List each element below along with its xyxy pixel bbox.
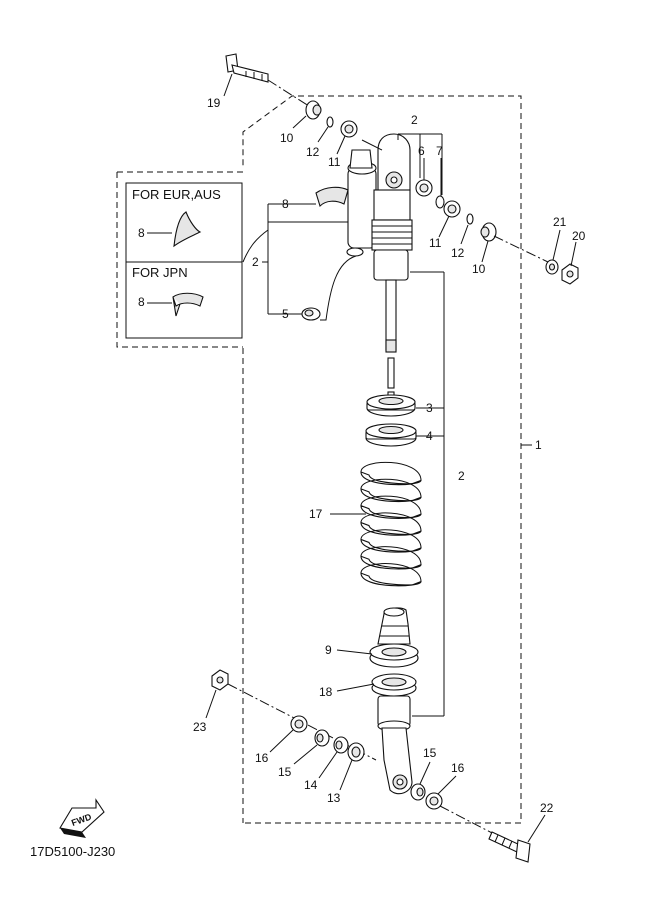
label-8: 8 (282, 197, 289, 211)
inset-outline (116, 171, 243, 348)
label-2-inset: 2 (252, 255, 259, 269)
label-10-right: 10 (472, 262, 486, 276)
spring-coil-back (360, 546, 422, 565)
label-23: 23 (193, 720, 207, 734)
bolt-axis-top-right (493, 235, 549, 263)
label-15-right: 15 (423, 746, 437, 760)
shock-spring-17 (360, 461, 422, 587)
bolt-axis-bottom-left (227, 683, 377, 761)
adjuster-bolt-5 (301, 307, 321, 321)
spring-seat-9 (369, 643, 419, 668)
bushing-13 (347, 742, 365, 762)
upper-right-seal-11 (443, 200, 461, 218)
nut-23 (211, 669, 229, 691)
label-13: 13 (327, 791, 341, 805)
inset-eur-part-label: 8 (138, 226, 145, 240)
label-16-left: 16 (255, 751, 269, 765)
label-5: 5 (282, 307, 289, 321)
part-labels: 19 10 12 11 2 6 7 11 12 10 21 20 8 2 5 3… (193, 96, 586, 815)
label-1: 1 (535, 438, 542, 452)
bearing-14 (333, 736, 349, 754)
upper-left-seal-11 (340, 120, 358, 138)
spring-coil-back (360, 512, 422, 532)
inset-frame (125, 182, 243, 339)
washer-21 (545, 259, 559, 275)
label-16-right: 16 (451, 761, 465, 775)
eur-cover-icon (173, 211, 202, 248)
lower-mounting-bolt-22 (488, 831, 531, 863)
lower-clevis (377, 695, 413, 795)
label-9: 9 (325, 643, 332, 657)
jpn-cover-icon (172, 292, 204, 317)
adjusting-nut-3 (366, 394, 416, 417)
spring-coil (360, 504, 422, 519)
label-11-left: 11 (328, 155, 341, 169)
drawing-code: 17D5100-J230 (30, 844, 115, 859)
bushing-6 (415, 179, 433, 197)
spring-guide-18 (371, 673, 417, 697)
spring-coil-back (360, 563, 422, 582)
label-2-mid: 2 (458, 469, 465, 483)
spring-coil (360, 521, 422, 536)
shock-absorber-body (346, 133, 413, 401)
bolt-axis-top-left (267, 79, 313, 109)
label-21: 21 (553, 215, 567, 229)
bolt-axis-bottom-right (439, 805, 495, 835)
upper-left-collar-10 (305, 100, 322, 120)
label-14: 14 (304, 778, 318, 792)
label-22: 22 (540, 801, 554, 815)
label-11-right: 11 (429, 236, 442, 250)
bump-rubber (377, 607, 411, 645)
lower-left-seal-16 (290, 715, 308, 733)
bearing-7 (435, 195, 445, 209)
spring-coil (360, 555, 422, 570)
label-10-left: 10 (280, 131, 294, 145)
inset-connector (242, 229, 269, 263)
inset-panel: FOR EUR,AUS FOR JPN 8 8 (116, 171, 243, 348)
inset-eur-title: FOR EUR,AUS (132, 187, 221, 202)
inset-jpn-part-label: 8 (138, 295, 145, 309)
locknut-4 (365, 423, 417, 447)
label-20: 20 (572, 229, 586, 243)
upper-right-collar-10 (480, 222, 497, 242)
reservoir-cover-8 (315, 186, 349, 208)
spring-coil (360, 488, 422, 503)
label-17: 17 (309, 507, 323, 521)
label-12-right: 12 (451, 246, 465, 260)
spring-coil (360, 471, 422, 486)
label-15-left: 15 (278, 765, 292, 779)
label-7: 7 (436, 144, 443, 158)
label-19: 19 (207, 96, 221, 110)
upper-left-oring-12 (326, 116, 334, 128)
nut-20 (561, 263, 579, 285)
fwd-arrow-icon: FWD (59, 798, 105, 838)
label-18: 18 (319, 685, 333, 699)
lower-right-seal-16 (425, 792, 443, 810)
label-2-top: 2 (411, 113, 418, 127)
reservoir-hose (320, 255, 357, 321)
label-6: 6 (418, 144, 425, 158)
label-3: 3 (426, 401, 433, 415)
leader-lines (205, 73, 577, 843)
inset-jpn-title: FOR JPN (132, 265, 188, 280)
spring-coil (360, 572, 422, 587)
label-4: 4 (426, 429, 433, 443)
spring-coil-back (360, 461, 422, 481)
spring-coil (360, 538, 422, 553)
lower-left-collar-15 (314, 729, 330, 747)
upper-right-oring-12 (466, 213, 474, 225)
spring-coil-back (360, 529, 422, 548)
lower-right-collar-15 (410, 783, 426, 801)
spring-coil-back (360, 495, 422, 515)
spring-coil-back (360, 478, 422, 498)
assembly-outline (242, 95, 522, 824)
label-12-left: 12 (306, 145, 320, 159)
upper-mounting-bolt (225, 53, 269, 83)
